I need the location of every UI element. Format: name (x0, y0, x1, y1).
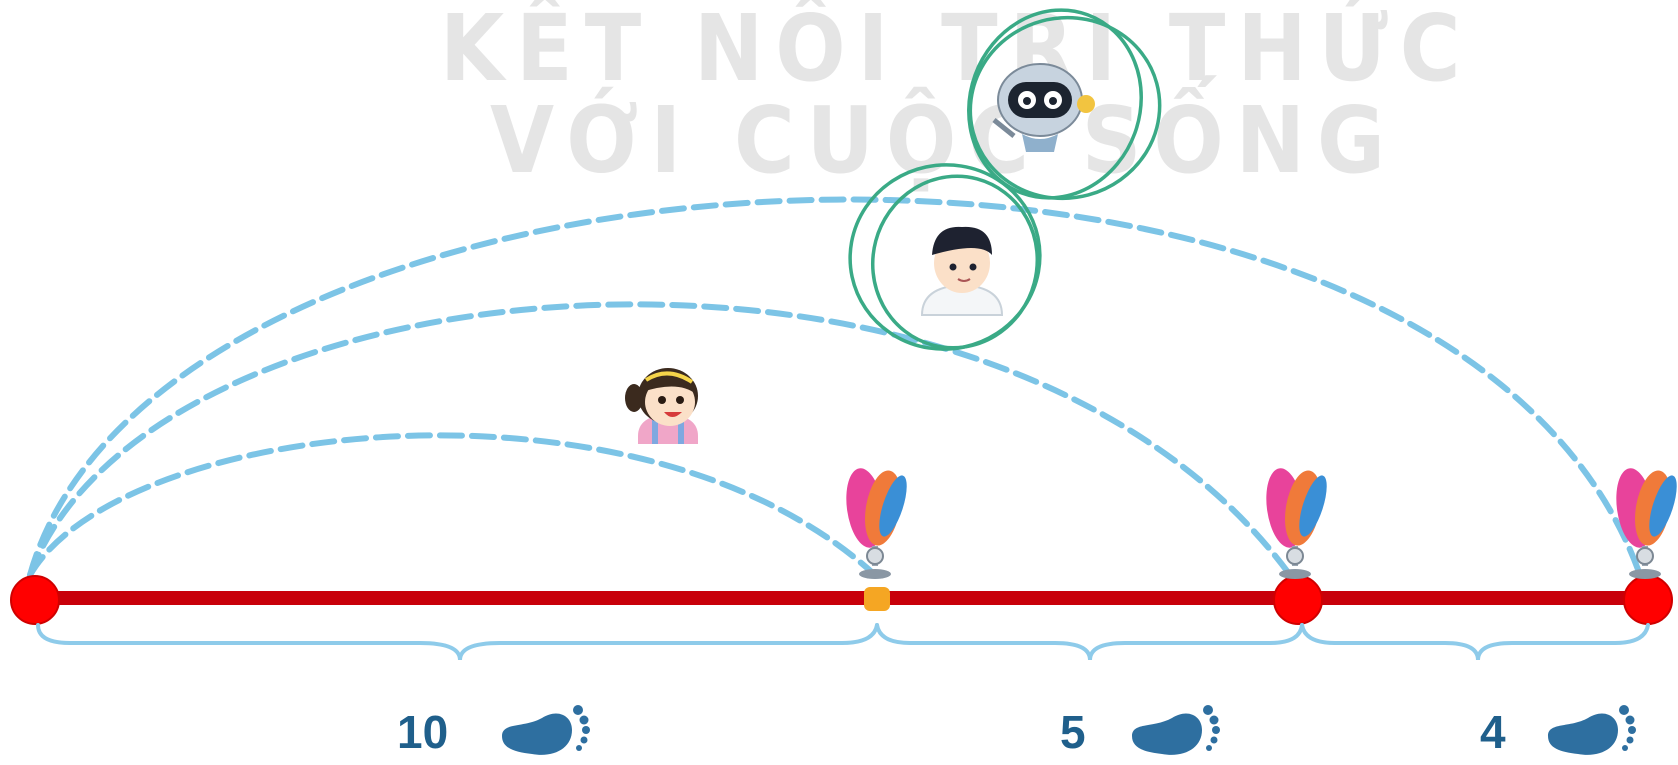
brace-segment-2 (877, 625, 1302, 660)
end-point (1624, 576, 1672, 624)
brace-segment-1 (38, 625, 877, 660)
flag-marker-icon (1262, 466, 1333, 579)
start-point (11, 576, 59, 624)
boy-character-icon (922, 227, 1002, 315)
footprint-icon (502, 705, 590, 755)
segment-label-value: 5 (1060, 706, 1086, 758)
braces (38, 625, 1648, 660)
segment-label-3: 4 (1480, 705, 1636, 758)
segment-label-value: 4 (1480, 706, 1506, 758)
jump-arcs (30, 200, 1640, 575)
segment-label-value: 10 (397, 706, 448, 758)
footprint-icon (1548, 705, 1636, 755)
arc-girl (30, 435, 875, 575)
brace-segment-3 (1302, 625, 1648, 660)
flag-marker-icon (1612, 466, 1678, 579)
flag-marker-icon (842, 466, 913, 579)
footprint-icon (1132, 705, 1220, 755)
arc-robot (30, 200, 1640, 575)
boy-landing-point (1274, 576, 1322, 624)
segment-label-1: 10 (397, 705, 590, 758)
segment-label-2: 5 (1060, 705, 1220, 758)
girl-landing-point (864, 587, 890, 611)
girl-character-icon (625, 368, 698, 444)
